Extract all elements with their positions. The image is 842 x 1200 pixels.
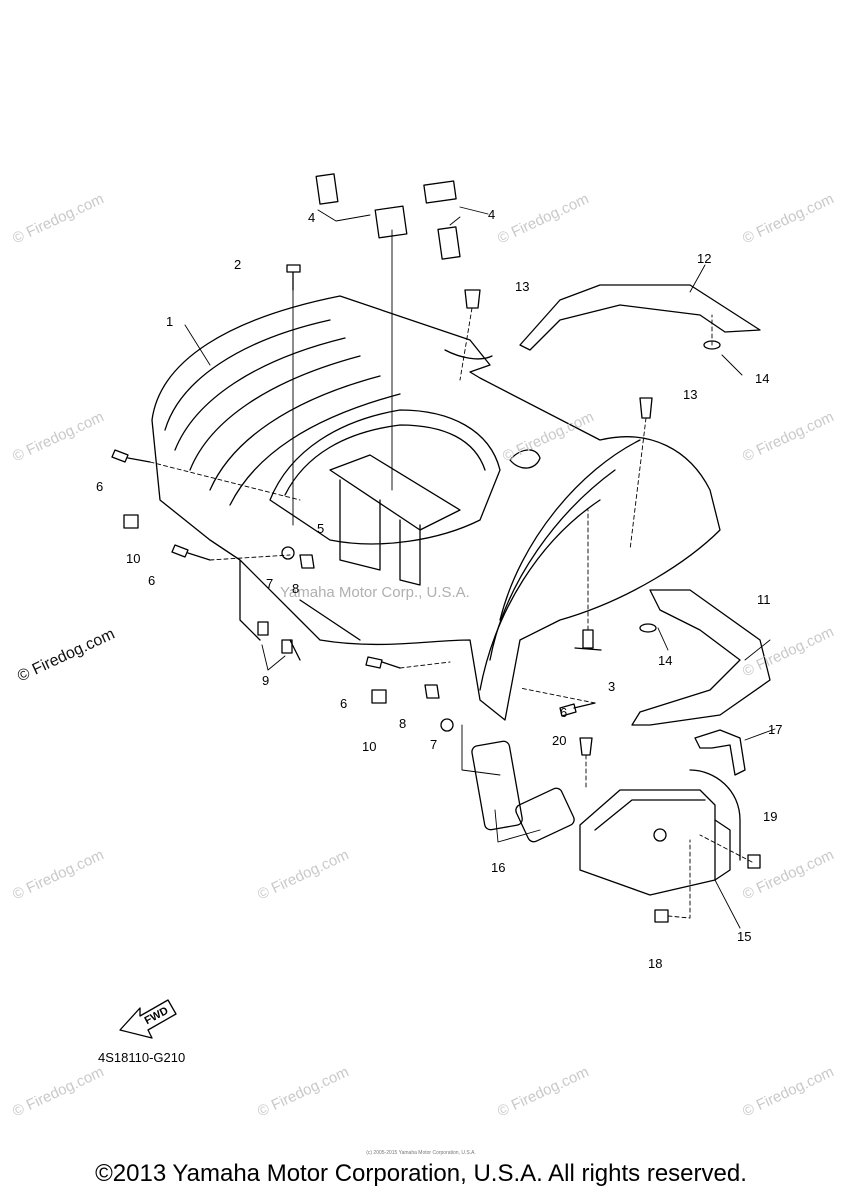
callout-2: 2 xyxy=(234,257,242,272)
reference-code: 4S18110-G210 xyxy=(98,1050,186,1065)
callout-13: 13 xyxy=(683,387,698,402)
callout-18: 18 xyxy=(648,956,663,971)
callout-4: 4 xyxy=(308,210,316,225)
callout-15: 15 xyxy=(737,929,752,944)
callout-4: 4 xyxy=(488,207,496,222)
side-panel-top xyxy=(519,284,761,351)
fasteners xyxy=(111,264,761,923)
callout-7: 7 xyxy=(430,737,438,752)
forward-arrow xyxy=(119,999,177,1039)
callout-14: 14 xyxy=(658,653,673,668)
mount-bracket xyxy=(694,729,746,776)
callout-20: 20 xyxy=(552,733,567,748)
callout-9: 9 xyxy=(262,673,270,688)
callout-3: 3 xyxy=(608,679,616,694)
callout-1: 1 xyxy=(166,314,174,329)
side-panel-right xyxy=(631,589,771,726)
callout-11: 11 xyxy=(757,592,771,607)
callout-17: 17 xyxy=(768,722,783,737)
callout-10: 10 xyxy=(126,551,141,566)
callout-10: 10 xyxy=(362,739,377,754)
lens-pad-a xyxy=(471,740,523,831)
callout-7: 7 xyxy=(266,576,274,591)
center-watermark: Yamaha Motor Corp., U.S.A. xyxy=(280,584,470,601)
reflector-set xyxy=(315,173,461,260)
callout-14: 14 xyxy=(755,371,770,386)
rear-fender-part xyxy=(151,295,721,721)
lens-pad-b xyxy=(515,787,575,843)
callout-8: 8 xyxy=(292,581,300,596)
callout-6: 6 xyxy=(96,479,104,494)
leader-lines xyxy=(149,206,776,929)
fine-print: (c) 2005-2015 Yamaha Motor Corporation, … xyxy=(366,1150,476,1156)
callout-6: 6 xyxy=(340,696,348,711)
callout-13: 13 xyxy=(515,279,530,294)
callout-8: 8 xyxy=(399,716,407,731)
copyright-notice: ©2013 Yamaha Motor Corporation, U.S.A. A… xyxy=(95,1160,747,1187)
callout-6: 6 xyxy=(560,705,568,720)
callout-6: 6 xyxy=(148,573,156,588)
callout-5: 5 xyxy=(317,521,325,536)
callout-12: 12 xyxy=(697,251,712,266)
tail-light-assembly xyxy=(579,769,741,896)
callout-19: 19 xyxy=(763,809,778,824)
callout-16: 16 xyxy=(491,860,506,875)
